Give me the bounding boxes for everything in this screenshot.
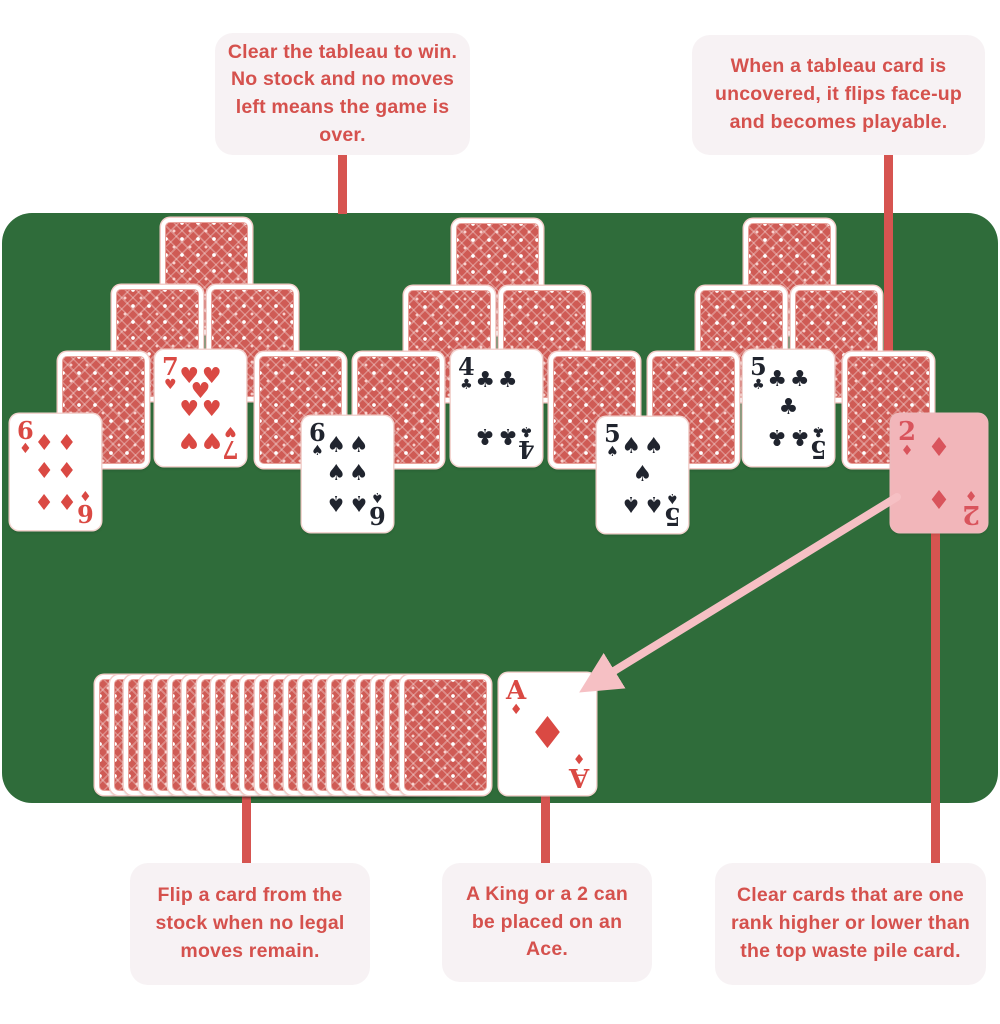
pip-spades: ♠ [632,462,653,487]
connector-line-bottom-middle [541,793,550,865]
card-index: 2♦ [898,417,917,459]
tableau-card-5-spades[interactable]: 5♠5♠♠♠♠♠♠ [597,417,688,533]
card-pips: ♦♦♦♦♦♦ [26,426,85,518]
callout-flip-stock-text: Flip a card from the stock when no legal… [155,884,345,962]
pip-spades: ♠ [326,433,347,459]
pip-clubs: ♣ [767,367,788,393]
card-back-pattern [259,356,342,464]
tableau-card-6-spades[interactable]: 6♠6♠♠♠♠♠♠♠ [302,416,393,532]
pip-hearts: ♥ [179,363,200,389]
pip-hearts: ♥ [201,427,222,453]
card-pips: ♦ [515,685,580,783]
card-pips: ♣♣♣♣♣ [759,362,818,454]
card-index: 4♣ [458,352,475,393]
pip-clubs: ♣ [475,368,496,394]
card-face-down [648,352,739,468]
pip-spades: ♠ [326,489,347,515]
tableau-card-6-diamonds[interactable]: 6♦6♦♦♦♦♦♦♦ [10,414,101,530]
card-index: A♦ [506,676,527,718]
pip-diamonds: ♦ [927,432,951,463]
pip-clubs: ♣ [475,422,496,448]
pip-spades: ♠ [643,434,664,460]
card-pips: ♠♠♠♠♠ [613,429,672,521]
card-index: 6♠ [309,418,326,459]
callout-clear-rank: Clear cards that are one rank higher or … [715,863,986,985]
pip-clubs: ♣ [789,367,810,393]
pip-hearts: ♥ [201,363,222,389]
pip-spades: ♠ [348,489,369,515]
card-pips: ♠♠♠♠♠♠ [318,428,377,520]
pip-diamonds: ♦ [34,459,55,484]
card-back-pattern [403,679,487,791]
pip-spades: ♠ [621,434,642,460]
callout-card-uncovered: When a tableau card is uncovered, it fli… [692,35,985,155]
pip-hearts: ♥ [190,379,211,405]
pip-spades: ♠ [621,490,642,516]
pip-diamonds: ♦ [56,487,77,513]
waste-pile-card-a-diamonds[interactable]: A♦A♦♦ [499,673,596,795]
card-index: 5♣ [750,352,767,393]
highlighted-card-2-diamonds[interactable]: 2♦2♦♦♦ [891,414,987,532]
pip-spades: ♠ [348,461,369,486]
pip-diamonds: ♦ [56,459,77,484]
pip-hearts: ♥ [201,396,222,422]
pip-spades: ♠ [326,461,347,486]
pip-clubs: ♣ [778,395,799,420]
connector-line-top-right [884,150,893,368]
pip-clubs: ♣ [789,423,810,449]
card-pips: ♣♣♣♣ [467,362,526,454]
tableau-card-4-clubs[interactable]: 4♣4♣♣♣♣♣ [451,350,542,466]
card-face-down [399,675,491,795]
pip-diamonds: ♦ [56,431,77,457]
connector-line-top-left [338,150,347,214]
pip-hearts: ♥ [179,427,200,453]
tableau-card-5-clubs[interactable]: 5♣5♣♣♣♣♣♣ [743,350,834,466]
card-pips: ♦♦ [907,426,971,520]
pip-clubs: ♣ [767,423,788,449]
pip-diamonds: ♦ [34,431,55,457]
pip-hearts: ♥ [179,396,200,422]
callout-clear-tableau: Clear the tableau to win. No stock and n… [215,33,470,155]
pip-spades: ♠ [348,433,369,459]
card-back-pattern [357,356,440,464]
callout-king-or-two-text: A King or a 2 can be placed on an Ace. [466,882,628,961]
pip-diamonds: ♦ [34,487,55,513]
callout-flip-stock: Flip a card from the stock when no legal… [130,863,370,985]
callout-king-or-two: A King or a 2 can be placed on an Ace. [442,863,652,982]
pip-diamonds: ♦ [927,483,951,514]
connector-line-bottom-left [242,793,251,865]
connector-line-bottom-right [931,528,940,865]
card-pips: ♥♥♥♥♥♥♥ [171,362,230,454]
pip-clubs: ♣ [497,368,518,394]
card-index: 5♠ [604,419,621,460]
card-index: 7♥ [162,352,179,393]
callout-clear-rank-text: Clear cards that are one rank higher or … [730,884,971,962]
pip-diamonds: ♦ [527,708,568,759]
callout-card-uncovered-text: When a tableau card is uncovered, it fli… [714,55,963,133]
tableau-card-7-hearts[interactable]: 7♥7♥♥♥♥♥♥♥♥ [155,350,246,466]
card-index: 6♦ [17,416,34,457]
pip-spades: ♠ [643,490,664,516]
callout-clear-tableau-text: Clear the tableau to win. No stock and n… [227,40,458,146]
pip-clubs: ♣ [497,422,518,448]
